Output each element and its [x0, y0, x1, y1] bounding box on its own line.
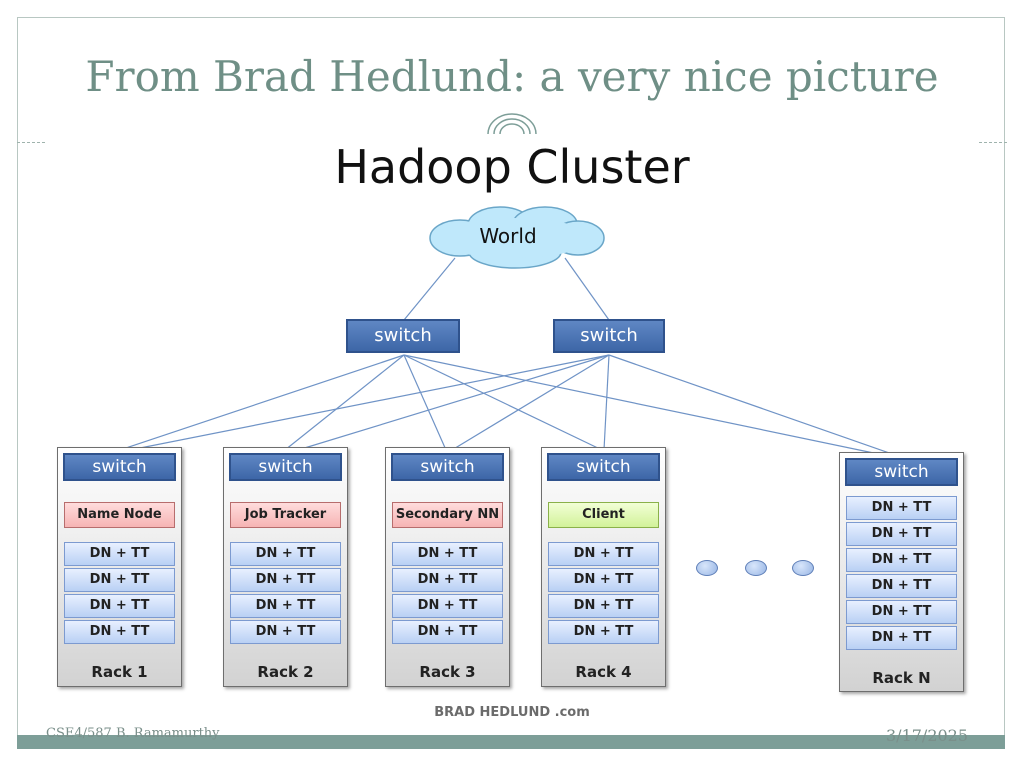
data-node: DN + TT	[64, 594, 175, 618]
ornament-arcs	[487, 113, 537, 135]
data-node: DN + TT	[846, 496, 957, 520]
ellipsis-dot	[745, 560, 767, 576]
data-node: DN + TT	[548, 620, 659, 644]
data-node: DN + TT	[846, 574, 957, 598]
rack-label: Rack 4	[575, 663, 632, 681]
rack-3: switch Secondary NN DN + TT DN + TT DN +…	[385, 447, 510, 687]
footer-course: CSE4/587 B. Ramamurthy	[46, 726, 220, 741]
name-node: Name Node	[64, 502, 175, 528]
data-node: DN + TT	[230, 594, 341, 618]
rack-switch: switch	[391, 453, 504, 481]
rack-switch: switch	[547, 453, 660, 481]
rack-switch: switch	[63, 453, 176, 481]
secondary-name-node: Secondary NN	[392, 502, 503, 528]
core-switch-1: switch	[346, 319, 460, 353]
data-node: DN + TT	[846, 600, 957, 624]
rack-switch: switch	[229, 453, 342, 481]
data-node: DN + TT	[548, 594, 659, 618]
slide-title: From Brad Hedlund: a very nice picture	[85, 52, 939, 101]
rack-label: Rack 2	[257, 663, 314, 681]
footer-date: 3/17/2025	[886, 726, 969, 745]
ellipsis-dot	[792, 560, 814, 576]
data-node: DN + TT	[392, 594, 503, 618]
data-node: DN + TT	[230, 568, 341, 592]
credit-text: BRAD HEDLUND .com	[434, 705, 590, 720]
rack-1: switch Name Node DN + TT DN + TT DN + TT…	[57, 447, 182, 687]
left-divider	[17, 142, 45, 143]
data-node: DN + TT	[64, 620, 175, 644]
data-node: DN + TT	[548, 568, 659, 592]
rack-n: switch DN + TT DN + TT DN + TT DN + TT D…	[839, 452, 964, 692]
rack-4: switch Client DN + TT DN + TT DN + TT DN…	[541, 447, 666, 687]
data-node: DN + TT	[64, 542, 175, 566]
job-tracker: Job Tracker	[230, 502, 341, 528]
diagram-heading: Hadoop Cluster	[334, 140, 690, 194]
data-node: DN + TT	[392, 542, 503, 566]
rack-2: switch Job Tracker DN + TT DN + TT DN + …	[223, 447, 348, 687]
rack-label: Rack N	[872, 669, 931, 687]
rack-label: Rack 3	[419, 663, 476, 681]
footer-bar	[17, 735, 1005, 749]
client-node: Client	[548, 502, 659, 528]
data-node: DN + TT	[392, 568, 503, 592]
ellipsis-dot	[696, 560, 718, 576]
data-node: DN + TT	[230, 542, 341, 566]
data-node: DN + TT	[392, 620, 503, 644]
world-label: World	[479, 224, 537, 248]
rack-label: Rack 1	[91, 663, 148, 681]
data-node: DN + TT	[64, 568, 175, 592]
data-node: DN + TT	[230, 620, 341, 644]
data-node: DN + TT	[548, 542, 659, 566]
rack-switch: switch	[845, 458, 958, 486]
world-cloud	[429, 206, 605, 269]
data-node: DN + TT	[846, 522, 957, 546]
data-node: DN + TT	[846, 548, 957, 572]
right-divider	[979, 142, 1007, 143]
data-node: DN + TT	[846, 626, 957, 650]
core-switch-2: switch	[553, 319, 665, 353]
